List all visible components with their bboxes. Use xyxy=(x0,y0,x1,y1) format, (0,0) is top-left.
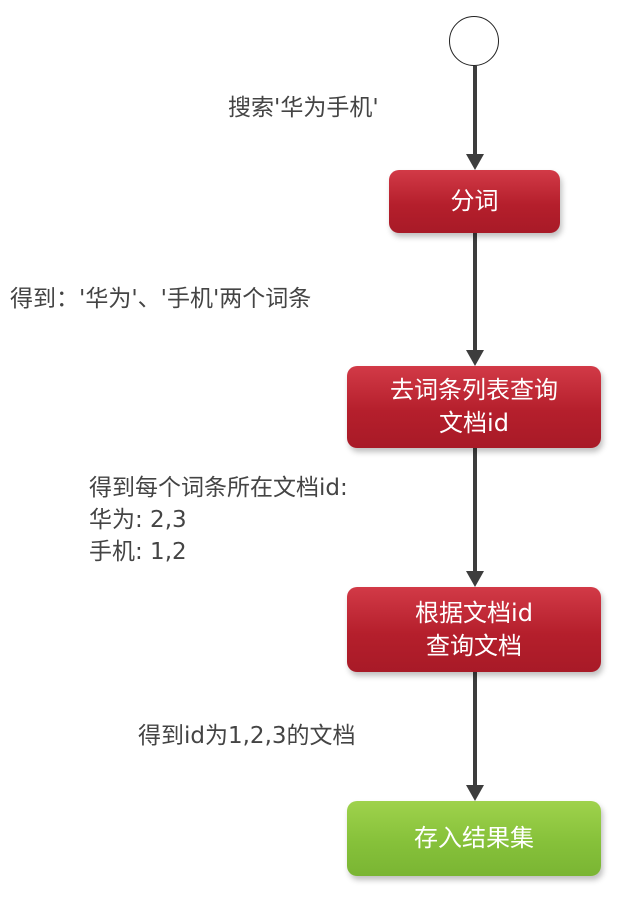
edge-tokenize-to-lookup xyxy=(473,233,477,351)
arrow-down-icon xyxy=(466,571,484,587)
node-label: 存入结果集 xyxy=(414,824,534,852)
edge-label-line: 手机: 1,2 xyxy=(89,539,187,565)
node-label-line-1: 去词条列表查询 xyxy=(390,376,558,404)
node-query-docs: 根据文档id 查询文档 xyxy=(347,587,601,672)
edge-label-doc-ids: 得到每个词条所在文档id: 华为: 2,3 手机: 1,2 xyxy=(89,472,348,568)
arrow-down-icon xyxy=(466,350,484,366)
node-label-line-2: 文档id xyxy=(439,409,509,437)
edge-label-terms: 得到：'华为'、'手机'两个词条 xyxy=(10,286,312,312)
node-lookup-terms: 去词条列表查询 文档id xyxy=(347,366,601,448)
edge-label-line: 得到每个词条所在文档id: xyxy=(89,475,348,501)
edge-query-to-store xyxy=(473,672,477,786)
arrow-down-icon xyxy=(466,154,484,170)
node-label: 分词 xyxy=(450,187,499,215)
node-label-line-2: 查询文档 xyxy=(426,631,522,660)
node-store-results: 存入结果集 xyxy=(347,801,601,876)
edge-lookup-to-query xyxy=(473,448,477,572)
edge-start-to-tokenize xyxy=(473,66,477,156)
start-node-circle xyxy=(449,16,499,66)
edge-label-search: 搜索'华为手机' xyxy=(228,95,379,121)
edge-label-line: 华为: 2,3 xyxy=(89,507,187,533)
arrow-down-icon xyxy=(466,785,484,801)
node-label-line-1: 根据文档id xyxy=(415,598,533,627)
edge-label-documents: 得到id为1,2,3的文档 xyxy=(138,723,356,749)
node-tokenize: 分词 xyxy=(389,170,560,233)
